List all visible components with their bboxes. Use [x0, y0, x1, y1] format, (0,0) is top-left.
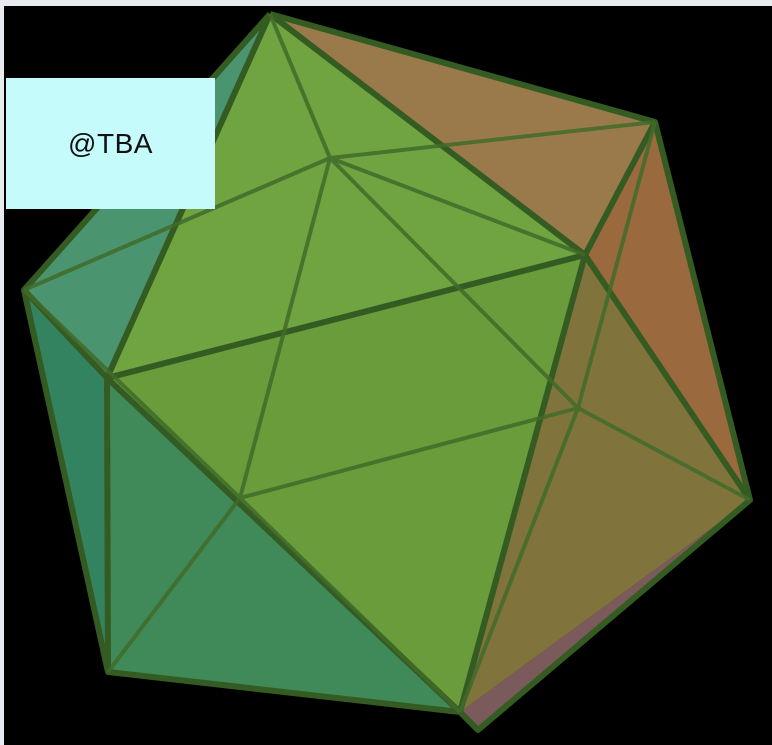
watermark-label-box: @TBA [6, 78, 215, 209]
watermark-label: @TBA [68, 128, 153, 160]
